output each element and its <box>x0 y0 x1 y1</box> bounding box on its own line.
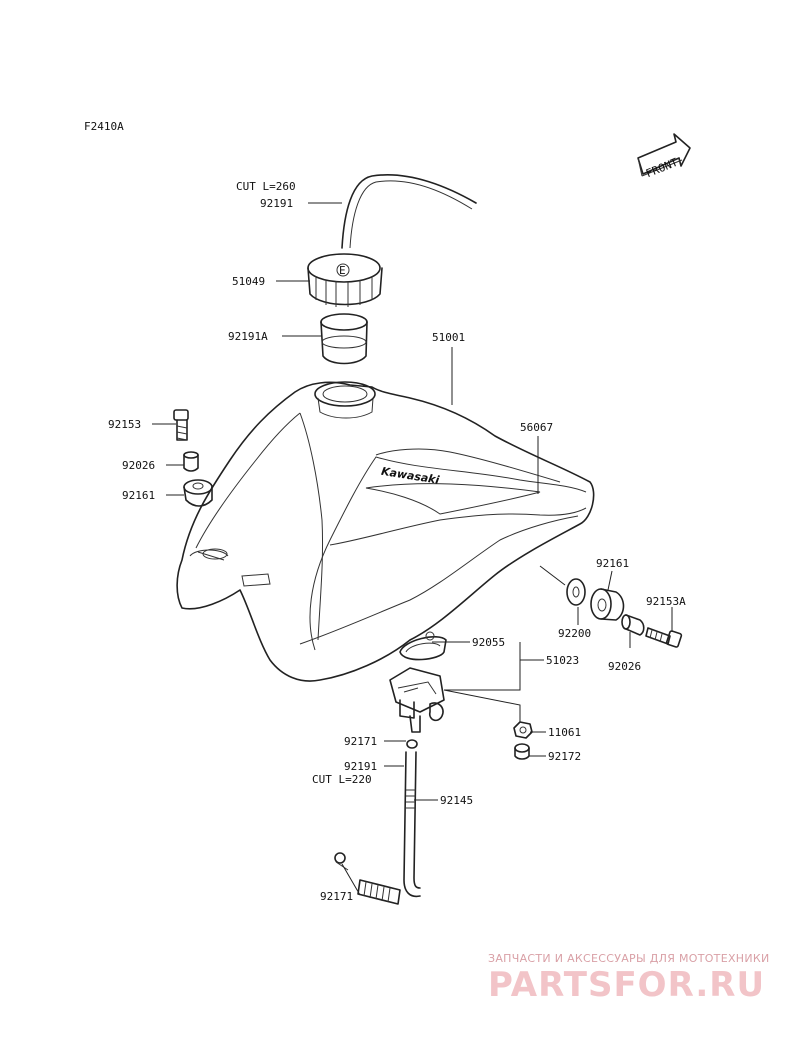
diagram-code: F2410A <box>84 120 124 133</box>
callout-92026-right: 92026 <box>608 660 641 673</box>
grommet-92161-left <box>183 479 213 507</box>
callout-51023: 51023 <box>546 654 579 667</box>
callout-51001: 51001 <box>432 331 465 344</box>
leader-lines <box>152 202 673 896</box>
callout-51049: 51049 <box>232 275 265 288</box>
fuel-cock <box>389 631 447 733</box>
screw-92172 <box>514 743 530 760</box>
callout-92171-upper: 92171 <box>344 735 377 748</box>
callout-92161-right: 92161 <box>596 557 629 570</box>
washer-92200 <box>566 578 586 606</box>
callout-cut-l260: CUT L=260 <box>236 180 296 193</box>
callout-92200: 92200 <box>558 627 591 640</box>
callout-56067: 56067 <box>520 421 553 434</box>
fuel-tank: Kawasaki <box>176 381 595 682</box>
bolt-92153 <box>173 409 189 441</box>
callout-92191-lower: 92191 <box>344 760 377 773</box>
callout-11061: 11061 <box>548 726 581 739</box>
callout-92191a: 92191A <box>228 330 268 343</box>
cap-gasket <box>320 313 368 365</box>
callout-92153a: 92153A <box>646 595 686 608</box>
fuel-cap: E <box>307 253 383 307</box>
callout-92026-left: 92026 <box>122 459 155 472</box>
clamp-92171-upper <box>406 739 418 749</box>
grommet-92161-right <box>590 588 625 621</box>
nut-11061 <box>513 721 533 739</box>
callout-92171-lower: 92171 <box>320 890 353 903</box>
callout-92161-left: 92161 <box>122 489 155 502</box>
callout-92055: 92055 <box>472 636 505 649</box>
callout-92191: 92191 <box>260 197 293 210</box>
callout-92145: 92145 <box>440 794 473 807</box>
callout-92172: 92172 <box>548 750 581 763</box>
callout-92153: 92153 <box>108 418 141 431</box>
collar-92026-right <box>621 614 645 636</box>
fuel-hose <box>357 751 421 905</box>
front-label: FRONT <box>644 156 680 181</box>
breather-hose <box>341 174 477 249</box>
collar-92026-left <box>183 451 199 472</box>
callout-cut-l220: CUT L=220 <box>312 773 372 786</box>
clamp-92171-lower <box>334 852 349 871</box>
cap-mark: E <box>339 264 346 277</box>
watermark-tagline: ЗАПЧАСТИ И АКСЕССУАРЫ ДЛЯ МОТОТЕХНИКИ <box>488 952 770 965</box>
watermark-brand: PARTSFOR.RU <box>488 965 765 1005</box>
bolt-92153a <box>645 627 683 648</box>
front-arrow-icon: FRONT <box>637 133 691 181</box>
